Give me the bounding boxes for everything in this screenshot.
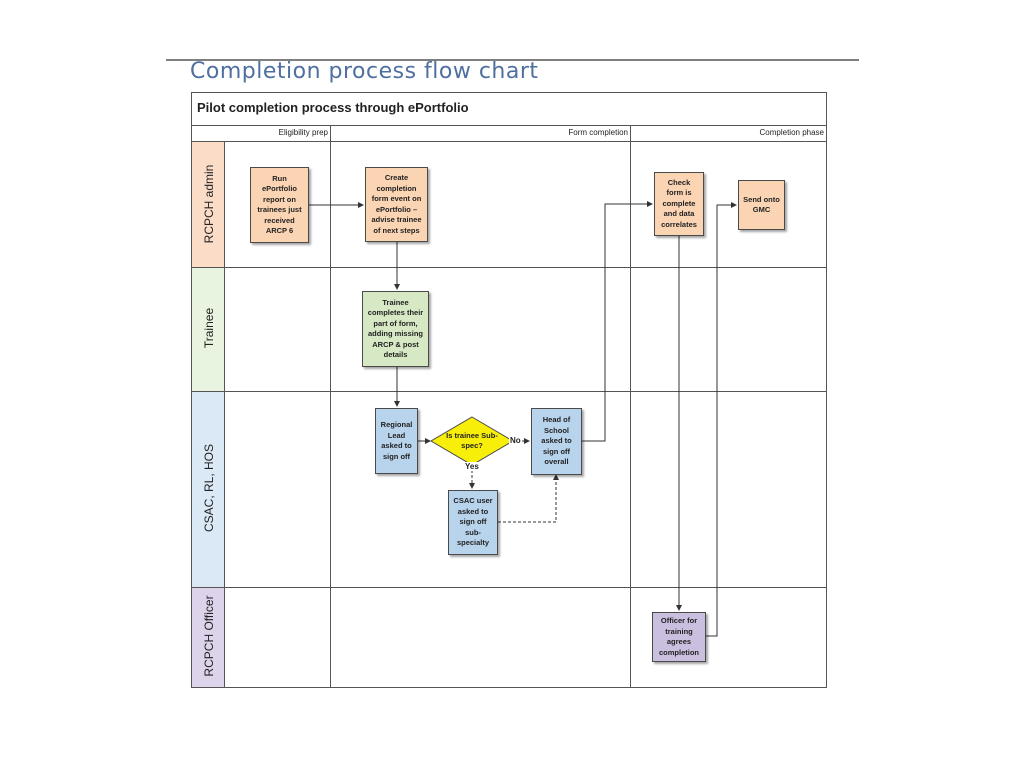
officer-node: Officer for training agrees completion	[652, 612, 706, 662]
check-form-node: Check form is complete and data correlat…	[654, 172, 704, 236]
create-event-node: Create completion form event on ePortfol…	[365, 167, 428, 242]
trainee-completes-node: Trainee completes their part of form, ad…	[362, 291, 429, 367]
regional-lead-node: Regional Lead asked to sign off	[375, 408, 418, 474]
lane-divider	[191, 391, 827, 392]
phase-divider	[630, 125, 631, 688]
title-rule	[166, 59, 859, 61]
head-of-school-node: Head of School asked to sign off overall	[531, 408, 582, 475]
phase-form-completion: Form completion	[568, 128, 628, 137]
phase-completion: Completion phase	[759, 128, 824, 137]
phase-divider	[330, 125, 331, 688]
phase-eligibility-prep: Eligibility prep	[278, 128, 328, 137]
page-title: Completion process flow chart	[190, 59, 539, 84]
lane-band-trainee	[192, 268, 225, 391]
edge-label-no: No	[509, 436, 522, 445]
title-divider	[191, 125, 827, 126]
lane-band-csac	[192, 392, 225, 587]
edge-hos-to-check	[582, 201, 653, 442]
phase-header-divider	[191, 141, 827, 142]
send-gmc-node: Send onto GMC	[738, 180, 785, 230]
csac-user-node: CSAC user asked to sign off sub- special…	[448, 490, 498, 555]
lane-band-officer	[192, 588, 225, 687]
edge-label-yes: Yes	[464, 462, 480, 471]
edge-officer-to-gmc	[705, 202, 737, 637]
lane-divider	[191, 587, 827, 588]
lane-band-rcpch-admin	[192, 142, 225, 267]
lane-divider	[191, 267, 827, 268]
edge-csac-to-hos	[498, 474, 559, 523]
run-report-node: Run ePortfolio report on trainees just r…	[250, 167, 309, 243]
decision-label: Is trainee Sub- spec?	[446, 430, 498, 451]
diagram-title: Pilot completion process through ePortfo…	[197, 100, 469, 115]
